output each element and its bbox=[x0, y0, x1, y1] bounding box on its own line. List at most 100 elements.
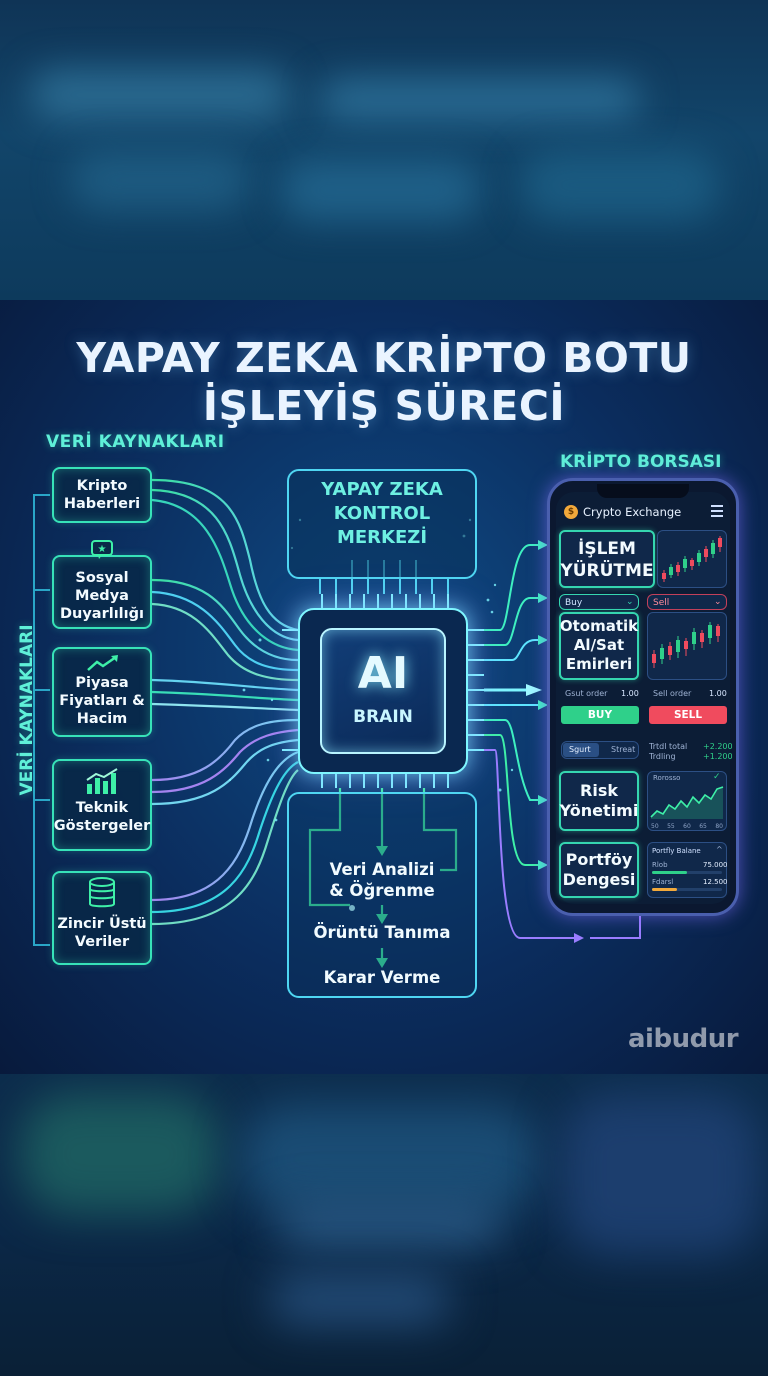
source-card-line: Sosyal bbox=[75, 570, 129, 586]
segment-a-label: Sgurt bbox=[569, 745, 591, 754]
trend-up-icon bbox=[87, 655, 118, 671]
source-card-market-prices: Piyasa Fiyatları & Hacim bbox=[52, 647, 152, 737]
source-card-line: Fiyatları & bbox=[59, 693, 145, 709]
source-card-crypto-news: Kripto Haberleri bbox=[52, 467, 152, 523]
source-card-line: Teknik bbox=[75, 800, 129, 816]
database-icon bbox=[89, 877, 115, 908]
watermark: aibudur bbox=[628, 1024, 739, 1054]
control-center-title: YAPAY ZEKA KONTROL MERKEZİ bbox=[287, 478, 477, 550]
sell-tab[interactable] bbox=[647, 594, 727, 610]
portfolio-row1-track bbox=[652, 871, 722, 874]
risk-management-line: Risk bbox=[580, 781, 618, 800]
risk-x-tick: 80 bbox=[715, 823, 723, 830]
portfolio-balance-panel bbox=[559, 842, 639, 898]
trade-execution-title: İŞLEM YÜRÜTME bbox=[559, 538, 655, 582]
trade-total-value: +2.200 bbox=[703, 742, 733, 751]
left-order-label: Gsut order bbox=[565, 689, 608, 698]
step-line: Veri Analizi bbox=[329, 860, 435, 879]
risk-management-title: Risk Yönetimi bbox=[559, 781, 639, 821]
sell-button[interactable]: SELL bbox=[649, 706, 727, 724]
auto-orders-line: Al/Sat bbox=[573, 636, 625, 654]
source-card-social-sentiment: Sosyal Medya Duyarlılığı bbox=[52, 555, 152, 629]
trade-execution-panel bbox=[559, 530, 655, 588]
auto-orders-line: Otomatik bbox=[559, 617, 639, 635]
auto-orders-title: Otomatik Al/Sat Emirleri bbox=[559, 617, 639, 674]
risk-x-tick: 50 bbox=[651, 823, 659, 830]
trade-total-label: Trtdl total bbox=[649, 742, 688, 751]
trade-execution-line: YÜRÜTME bbox=[560, 561, 654, 581]
source-card-line: Medya bbox=[75, 588, 129, 604]
process-steps-box bbox=[287, 792, 477, 998]
source-card-line: Göstergeler bbox=[53, 818, 151, 834]
step-data-analysis: Veri Analizi & Öğrenme bbox=[287, 859, 477, 901]
portfolio-row2-value: 12.500 bbox=[703, 878, 728, 886]
portfolio-row1-value: 75.000 bbox=[703, 861, 728, 869]
sell-candles bbox=[652, 622, 720, 668]
risk-chart-title: Rorosso bbox=[653, 774, 681, 782]
source-card-technical-indicators: Teknik Göstergeler bbox=[52, 759, 152, 851]
source-card-line: Haberleri bbox=[63, 496, 141, 512]
portfolio-row2-fill bbox=[652, 888, 677, 891]
risk-chart-panel bbox=[647, 771, 727, 831]
step-line: & Öğrenme bbox=[329, 881, 435, 900]
source-card-line: Piyasa bbox=[75, 675, 129, 691]
sell-tab-label: Sell bbox=[653, 598, 670, 608]
source-card-line: Kripto bbox=[76, 478, 128, 494]
right-order-value: 1.00 bbox=[709, 689, 727, 698]
risk-x-axis: 50 55 60 65 80 bbox=[651, 823, 723, 830]
buy-tab[interactable] bbox=[559, 594, 639, 610]
sources-label: VERİ KAYNAKLARI bbox=[46, 432, 225, 452]
risk-x-tick: 55 bbox=[667, 823, 675, 830]
svg-text:★: ★ bbox=[98, 544, 107, 555]
buy-tab-label: Buy bbox=[565, 598, 583, 608]
control-center-line: MERKEZİ bbox=[336, 527, 428, 548]
control-center-line: KONTROL bbox=[333, 503, 431, 524]
buy-button[interactable]: BUY bbox=[561, 706, 639, 724]
portfolio-balance-line: Dengesi bbox=[562, 870, 636, 889]
exchange-label: KRİPTO BORSASI bbox=[560, 452, 722, 472]
source-card-line: Duyarlılığı bbox=[60, 606, 144, 622]
app-header: $ Crypto Exchange bbox=[564, 502, 724, 522]
auto-orders-panel bbox=[559, 612, 639, 680]
menu-icon[interactable] bbox=[711, 505, 723, 517]
sources-side-label-text: VERİ KAYNAKLARI bbox=[17, 624, 37, 796]
portfolio-row2-track bbox=[652, 888, 722, 891]
app-title: Crypto Exchange bbox=[583, 505, 682, 519]
risk-management-line: Yönetimi bbox=[559, 801, 639, 820]
risk-x-tick: 65 bbox=[699, 823, 707, 830]
risk-x-tick: 60 bbox=[683, 823, 691, 830]
execution-candles bbox=[662, 536, 722, 582]
chevron-down-icon: ⌄ bbox=[714, 597, 722, 607]
risk-management-panel bbox=[559, 771, 639, 831]
step-decision-making: Karar Verme bbox=[323, 968, 441, 987]
trade-execution-line: İŞLEM bbox=[578, 539, 636, 559]
portfolio-balance-line: Portföy bbox=[565, 850, 633, 869]
source-card-line: Veriler bbox=[74, 934, 130, 950]
bar-chart-icon bbox=[86, 768, 118, 794]
segment-a[interactable] bbox=[563, 743, 599, 757]
risk-line-chart bbox=[650, 786, 724, 819]
auto-orders-line: Emirleri bbox=[565, 655, 633, 673]
segment-b-label: Streat bbox=[611, 745, 636, 754]
blurred-background-bottom bbox=[0, 1074, 768, 1376]
ai-chip-label: AI bbox=[357, 648, 409, 699]
control-center-line: YAPAY ZEKA bbox=[321, 479, 443, 500]
right-order-label: Sell order bbox=[653, 689, 692, 698]
portfolio-balance-title: Portföy Dengesi bbox=[559, 850, 639, 890]
source-card-line: Hacim bbox=[76, 711, 128, 727]
portfolio-detail-title: Portfly Balane bbox=[652, 847, 701, 855]
ai-chip-sublabel: BRAIN bbox=[353, 707, 413, 727]
trading-value: +1.200 bbox=[703, 752, 733, 761]
trading-label: Trdling bbox=[649, 752, 676, 761]
title-line-2: İŞLEYİŞ SÜRECİ bbox=[202, 382, 566, 430]
chevron-down-icon: ⌄ bbox=[626, 597, 634, 607]
ai-chip-core bbox=[320, 628, 446, 754]
step-pattern-recognition: Örüntü Tanıma bbox=[313, 923, 451, 942]
left-order-value: 1.00 bbox=[621, 689, 639, 698]
source-card-line: Zincir Üstü bbox=[57, 916, 147, 932]
blurred-background-top bbox=[0, 0, 768, 300]
check-icon: ✓ bbox=[713, 772, 721, 782]
title-line-1: YAPAY ZEKA KRİPTO BOTU bbox=[76, 334, 692, 382]
portfolio-row2-label: Fdarsl bbox=[652, 878, 674, 886]
sources-side-label: VERİ KAYNAKLARI bbox=[14, 624, 40, 796]
